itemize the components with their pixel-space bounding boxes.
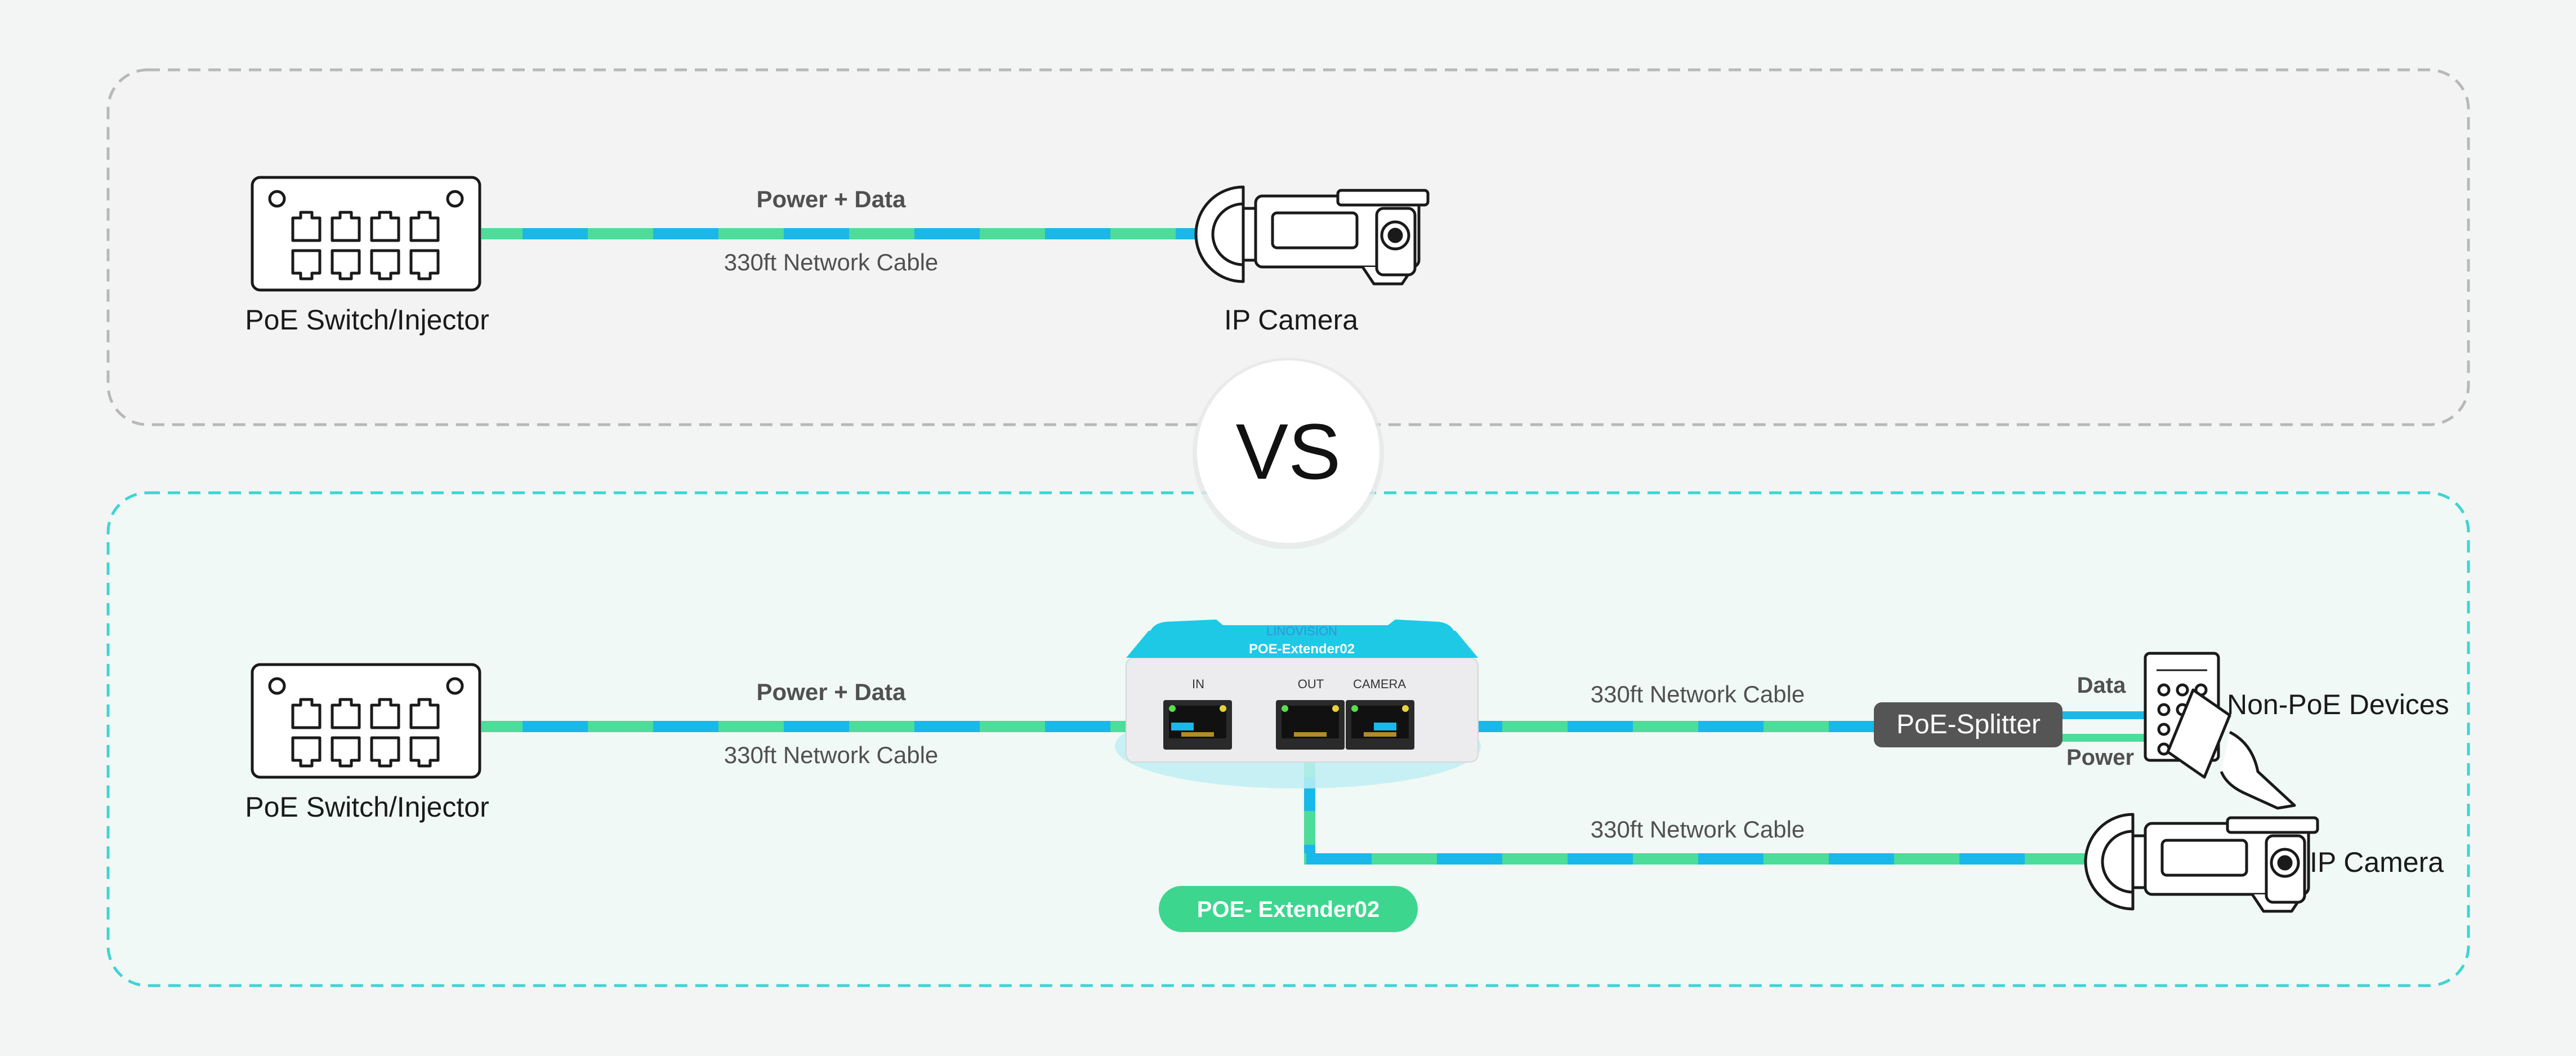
top-cable-top-label: Power + Data xyxy=(757,186,907,212)
splitter-data-cable xyxy=(2055,711,2145,719)
top-poe-cable xyxy=(481,228,1197,239)
extender-port-out-label: OUT xyxy=(1298,677,1324,691)
top-cable-bottom-label: 330ft Network Cable xyxy=(724,249,939,275)
camera-port-cable xyxy=(1374,721,1875,732)
non-poe-devices-label: Non-PoE Devices xyxy=(2227,689,2449,720)
bottom-switch-icon xyxy=(252,665,480,777)
extender-port-camera-label: CAMERA xyxy=(1353,677,1406,691)
extender-brand-text: LINOVISION xyxy=(1266,624,1337,638)
in-port-plug xyxy=(1171,723,1194,730)
bottom-poe-cable xyxy=(481,721,1177,732)
data-line-label: Data xyxy=(2077,673,2126,698)
out-cable-label: 330ft Network Cable xyxy=(1591,816,1805,843)
camera-port-plug xyxy=(1374,723,1396,730)
extender-badge xyxy=(1159,886,1418,932)
top-switch-icon xyxy=(252,177,480,290)
splitter-power-cable xyxy=(2055,734,2145,742)
poe-extender-device: LINOVISION POE-Extender02 IN OUT CAMERA xyxy=(1115,620,1481,788)
extender-badge-label: POE- Extender02 xyxy=(1197,897,1380,922)
vs-label: VS xyxy=(1236,407,1341,496)
power-line-label: Power xyxy=(2066,745,2134,770)
bottom-cable-top-label: Power + Data xyxy=(757,679,907,705)
top-camera-label: IP Camera xyxy=(1224,304,1358,336)
vs-circle xyxy=(1197,360,1379,543)
top-switch-label: PoE Switch/Injector xyxy=(245,304,489,336)
bottom-switch-label: PoE Switch/Injector xyxy=(245,791,489,823)
extender-port-out xyxy=(1276,700,1345,750)
bottom-cable-bottom-label: 330ft Network Cable xyxy=(724,742,939,768)
extender-model-text: POE-Extender02 xyxy=(1249,641,1355,657)
extender-port-in xyxy=(1163,700,1232,750)
camera-cable-label: 330ft Network Cable xyxy=(1591,681,1805,707)
extender-port-in-label: IN xyxy=(1192,677,1204,691)
poe-splitter xyxy=(1874,702,2062,747)
out-port-cable-horizontal xyxy=(1304,853,2092,865)
bottom-camera-label: IP Camera xyxy=(2310,846,2444,878)
poe-splitter-label: PoE-Splitter xyxy=(1896,710,2041,739)
access-control-keypad-icon xyxy=(2144,652,2296,810)
